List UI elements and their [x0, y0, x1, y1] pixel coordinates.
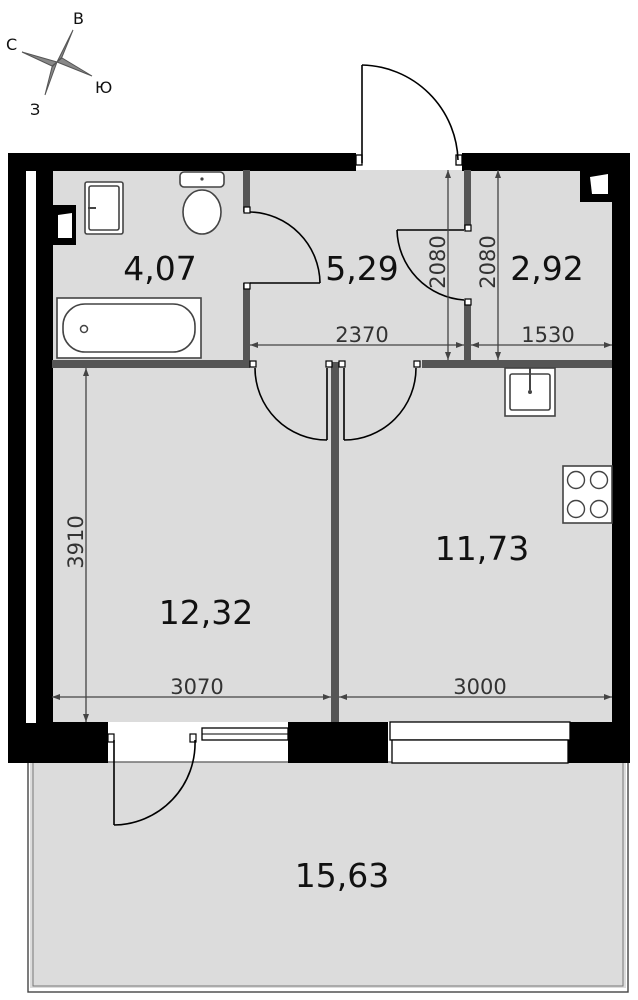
bathtub — [56, 297, 202, 359]
exterior-walls — [8, 153, 630, 763]
interior-walls — [52, 170, 612, 722]
toilet — [179, 171, 225, 235]
compass-rose: В С Ю З — [6, 9, 112, 119]
compass-west-label: З — [30, 100, 40, 119]
hallway-area-label: 5,29 — [325, 249, 398, 288]
dim-closet-height: 2080 — [476, 235, 500, 288]
closet-area-label: 2,92 — [510, 249, 583, 288]
kitchen-area-label: 11,73 — [435, 529, 529, 568]
bathroom-door — [243, 206, 321, 290]
dim-hall-width: 2370 — [335, 323, 388, 347]
dim-living-height: 3910 — [64, 515, 88, 568]
compass-north-label: С — [6, 35, 17, 54]
balcony-area-label: 15,63 — [295, 856, 389, 895]
entrance-door — [355, 64, 463, 166]
washbasin — [84, 181, 124, 235]
dim-closet-width: 1530 — [521, 323, 574, 347]
windows — [201, 721, 571, 764]
kitchen-door — [338, 360, 421, 441]
dim-kitchen-width: 3000 — [453, 675, 506, 699]
bathroom-area-label: 4,07 — [123, 249, 196, 288]
closet-door — [396, 224, 472, 306]
compass-south-label: Ю — [95, 78, 112, 97]
balcony-door — [107, 733, 197, 826]
dim-living-width: 3070 — [170, 675, 223, 699]
compass-east-label: В — [73, 9, 84, 28]
dimension-lines — [52, 170, 612, 722]
kitchen-sink — [504, 367, 556, 417]
balcony-floor — [30, 762, 626, 988]
cooktop — [562, 465, 613, 524]
dim-hall-height: 2080 — [426, 235, 450, 288]
living-room-door — [249, 360, 333, 441]
living-area-label: 12,32 — [159, 593, 253, 632]
